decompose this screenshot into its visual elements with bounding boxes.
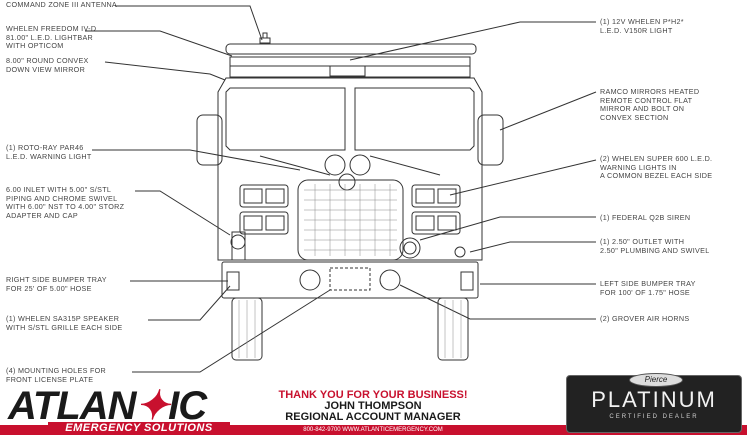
leader-line-license [132, 289, 331, 373]
right-tire [437, 297, 469, 361]
footer-band [0, 425, 747, 435]
certified-dealer-label: CERTIFIED DEALER [609, 414, 699, 420]
roto-ray-light [324, 154, 346, 176]
atlantic-logo: ATLAN✦IC EMERGENCY SOLUTIONS [8, 386, 230, 434]
callout-pwh2-light: (1) 12V WHELEN P*H2* L.E.D. V150R LIGHT [600, 17, 684, 35]
thank-you-block: THANK YOU FOR YOUR BUSINESS! JOHN THOMPS… [268, 390, 478, 434]
contact-role: REGIONAL ACCOUNT MANAGER [285, 411, 461, 423]
license-plate-area [329, 267, 371, 291]
callout-round-mirror: 8.00" ROUND CONVEX DOWN VIEW MIRROR [6, 56, 89, 74]
grille [297, 179, 404, 261]
callout-lightbar: WHELEN FREEDOM IV-D 81.00" L.E.D. LIGHTB… [6, 24, 97, 51]
right-mirror [477, 114, 504, 166]
left-mirror [196, 114, 223, 166]
right-speaker [460, 271, 474, 291]
left-air-horn [299, 269, 321, 291]
leader-line-lightbar [85, 30, 233, 57]
lightbar [225, 43, 477, 55]
leader-line-round-mirror [104, 61, 226, 81]
logo-star-icon: ✦ [135, 384, 170, 428]
logo-tagline: EMERGENCY SOLUTIONS [48, 422, 230, 434]
siren [399, 237, 421, 259]
platinum-dealer-badge: Pierce PLATINUM CERTIFIED DEALER [566, 373, 742, 433]
contact-info: 800-842-9700 WWW.ATLANTICEMERGENCY.COM [303, 427, 443, 433]
platinum-label: PLATINUM [591, 387, 717, 412]
windshield [225, 87, 346, 151]
right-warning-bezel [411, 184, 461, 208]
callout-siren: (1) FEDERAL Q2B SIREN [600, 213, 691, 222]
leader-line-outlet [469, 241, 596, 253]
leader-line-siren [419, 216, 596, 241]
callout-license-holes: (4) MOUNTING HOLES FOR FRONT LICENSE PLA… [6, 366, 107, 384]
pierce-oval: Pierce [629, 373, 683, 387]
logo-wordmark: ATLAN✦IC [8, 384, 207, 428]
right-air-horn [379, 269, 401, 291]
thank-you-text: THANK YOU FOR YOUR BUSINESS! [278, 389, 468, 401]
leader-line-horns [399, 284, 596, 320]
front-bumper [221, 261, 479, 299]
callout-air-horns: (2) GROVER AIR HORNS [600, 314, 690, 323]
callout-ramco-mirrors: RAMCO MIRRORS HEATED REMOTE CONTROL FLAT… [600, 87, 700, 122]
callout-left-bumper-tray: LEFT SIDE BUMPER TRAY FOR 100' OF 1.75" … [600, 279, 696, 297]
left-warning-bezel [239, 184, 289, 208]
left-tire [231, 297, 263, 361]
callout-antenna: COMMAND ZONE III ANTENNA [6, 0, 118, 9]
leader-line-antenna [115, 5, 263, 41]
callout-super600: (2) WHELEN SUPER 600 L.E.D. WARNING LIGH… [600, 154, 713, 181]
leader-line-super600 [449, 159, 597, 196]
leader-line-roto-ray [92, 149, 301, 171]
contact-name: JOHN THOMPSON [324, 400, 422, 412]
leader-line-pwh2 [349, 21, 596, 61]
callout-outlet: (1) 2.50" OUTLET WITH 2.50" PLUMBING AND… [600, 237, 710, 255]
leader-line-inlet [135, 190, 231, 236]
inlet [231, 231, 246, 261]
leader-line-speaker [148, 285, 231, 321]
callout-right-bumper-tray: RIGHT SIDE BUMPER TRAY FOR 25' OF 5.00" … [6, 275, 107, 293]
leader-line-ramco [499, 91, 597, 131]
callout-inlet: 6.00 INLET WITH 5.00" S/STL PIPING AND C… [6, 185, 125, 220]
left-speaker [226, 271, 240, 291]
callout-speaker: (1) WHELEN SA315P SPEAKER WITH S/STL GRI… [6, 314, 123, 332]
outlet [454, 246, 466, 258]
callout-roto-ray: (1) ROTO-RAY PAR46 L.E.D. WARNING LIGHT [6, 143, 92, 161]
